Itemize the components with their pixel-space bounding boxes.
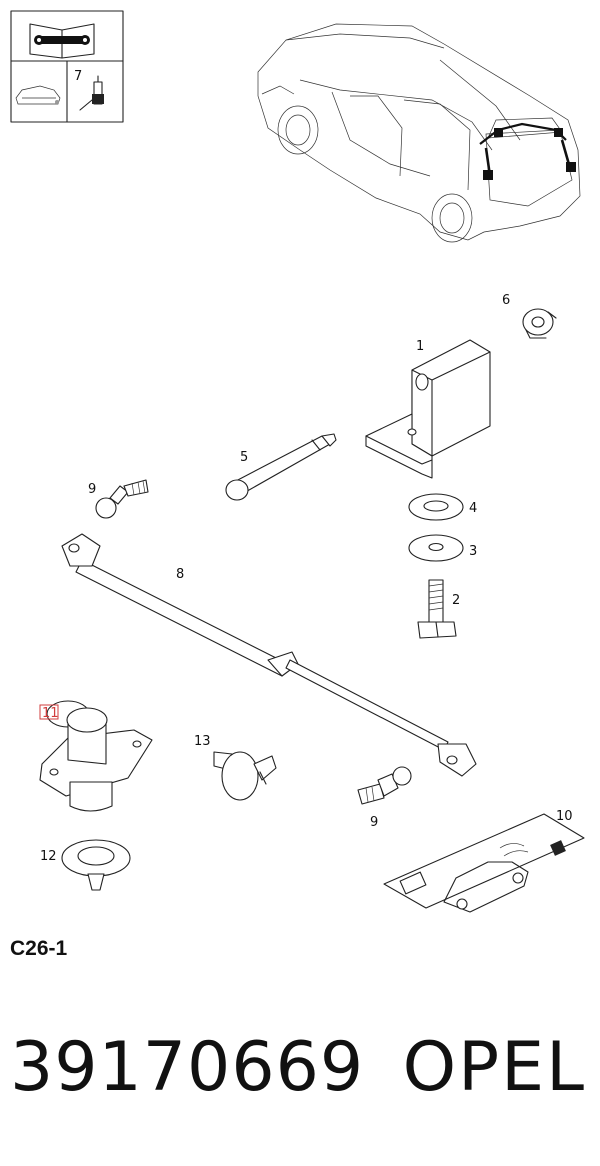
part-2-bolt <box>417 579 457 639</box>
callout-11: 11 <box>42 706 59 721</box>
part-5-pin <box>225 433 337 501</box>
callout-3: 3 <box>469 544 477 559</box>
brand-name: OPEL <box>402 1028 586 1107</box>
callout-9-lower: 9 <box>370 815 378 830</box>
highlight-box-11 <box>39 704 59 720</box>
part-6-clip <box>522 308 557 339</box>
callout-4: 4 <box>469 501 477 516</box>
callout-9-upper: 9 <box>88 482 96 497</box>
vehicle-thumbnail-icon <box>15 85 61 105</box>
part-1-bracket <box>365 339 491 479</box>
callout-2: 2 <box>452 593 460 608</box>
part-13-push-clip <box>213 751 277 801</box>
part-10-decal <box>383 813 585 913</box>
callout-13: 13 <box>194 734 211 749</box>
highlighted-tailgate-struts <box>479 122 576 180</box>
part-number: 39170669 <box>10 1028 365 1107</box>
callout-8: 8 <box>176 567 184 582</box>
legend-box: 7 <box>10 10 124 123</box>
legend-ref-number: 7 <box>74 69 82 84</box>
part-3-washer <box>408 534 464 562</box>
part-4-washer <box>408 493 464 521</box>
callout-6: 6 <box>502 293 510 308</box>
section-code: C26-1 <box>10 937 68 960</box>
callout-1: 1 <box>416 339 424 354</box>
part-12-grommet <box>61 839 131 891</box>
part-11-mount <box>39 700 153 812</box>
part-9-lower-ball-stud <box>357 766 412 805</box>
part-8-gas-strut <box>61 533 477 777</box>
manual-book-icon <box>29 23 95 59</box>
gas-strut-thumbnail-icon <box>79 75 104 111</box>
callout-5: 5 <box>240 450 248 465</box>
callout-12: 12 <box>40 849 57 864</box>
vehicle-overview-illustration <box>257 23 581 243</box>
callout-10: 10 <box>556 809 573 824</box>
parts-diagram: 7 <box>10 10 585 913</box>
part-9-upper-ball-stud <box>95 479 149 519</box>
